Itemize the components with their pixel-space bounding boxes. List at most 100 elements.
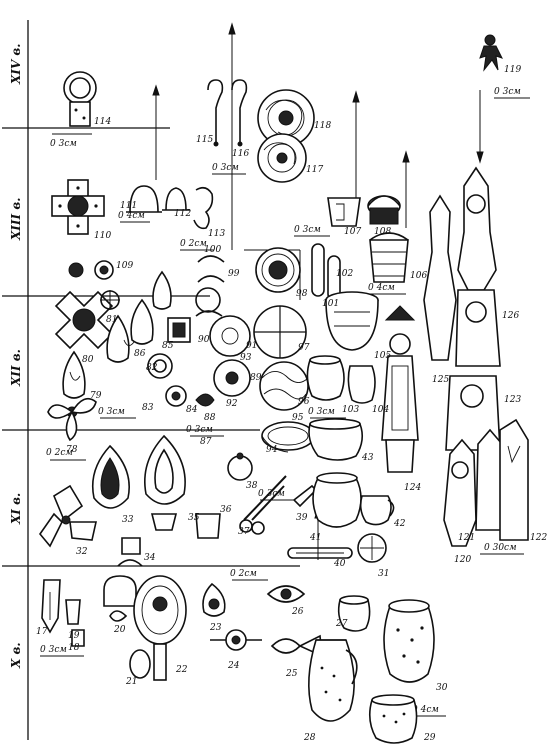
item-number: 118 [314,121,331,131]
artifact-78-trefoil [47,397,97,442]
artifact-103-104-pots [306,355,376,404]
item-number: 110 [94,231,111,241]
artifact-17-19-18-pendants [41,579,85,647]
scale-bar-33: 0 2см [46,448,73,458]
artifact-41-42-vessels [312,472,395,528]
item-number: 125 [432,375,449,385]
century-label-xiii: XIII в. [9,198,23,241]
artifact-32-trefoil-brooch [38,484,97,548]
artifact-98-disc [255,247,301,293]
artifact-36-34-buckles [117,513,221,567]
item-number: 37 [238,527,250,537]
item-number: 23 [209,623,222,633]
item-number: 88 [204,413,216,423]
scale-bar-100: 0 2см [180,239,207,249]
artifact-23-pendant [202,582,226,617]
item-number: 112 [174,209,191,219]
item-number: 78 [66,445,78,455]
item-number: 19 [68,631,80,641]
item-number: 104 [372,405,389,415]
artifact-121-122-120-statues [443,418,529,547]
artifact-119-figurine [479,34,503,72]
item-number: 21 [125,677,137,687]
artifact-115-116-temple-rings [207,79,248,147]
item-number: 84 [186,405,198,415]
scale-bars: 0 3см 0 4см 0 2см 0 3см 0 2см 0 3см 0 4с… [40,87,530,717]
item-number: 81 [106,315,117,325]
item-number: 96 [298,397,310,407]
item-number: 91 [246,341,257,351]
scale-bar-38: 0 3см [258,489,285,499]
scale-bar-106: 0 4см [368,283,395,293]
item-number: 106 [410,271,427,281]
artifact-35-pendant [144,434,186,531]
artifact-20-21-strap-ends [103,575,151,679]
artifact-29-pot [368,694,418,744]
century-label-x: X в. [9,642,23,669]
item-number: 38 [246,481,258,491]
item-number: 99 [228,269,240,279]
scale-bar-83: 0 3см [98,407,125,417]
scale-bar-114: 0 3см [50,139,77,149]
artifact-43-pot [308,418,364,461]
artifact-24-25-26-ornaments [210,585,323,658]
item-number: 39 [296,513,308,523]
item-number: 120 [454,555,471,565]
artifact-89-91-93-97-96-ornamented-discs [209,305,309,411]
item-number: 26 [291,607,304,617]
item-number: 20 [113,625,126,635]
item-number: 97 [298,343,310,353]
scale-bar-119: 0 3см [494,87,521,97]
item-number: 101 [322,299,339,309]
item-number: 29 [423,733,436,743]
item-number: 18 [68,643,80,653]
item-number: 105 [374,351,391,361]
scale-bar-29: 0 4см [412,705,439,715]
item-number: 90 [198,335,210,345]
item-number: 83 [142,403,154,413]
item-number: 42 [393,519,406,529]
item-number: 111 [120,201,137,211]
item-number: 33 [122,515,134,525]
item-number: 102 [336,269,353,279]
item-number: 103 [342,405,359,415]
item-number: 117 [306,165,323,175]
item-number: 36 [220,505,232,515]
artifact-33-brooch [91,444,130,509]
item-number: 116 [232,149,249,159]
artifact-27-vessel [337,595,371,632]
item-number: 92 [226,399,238,409]
item-number: 100 [204,245,221,255]
item-number: 40 [333,559,346,569]
scale-bar-121: 0 30см [484,543,517,553]
artifact-80-81-pendants [54,290,120,350]
item-number: 89 [250,373,262,383]
artifact-110-cross-pendant [51,179,105,235]
artifact-111-112-113-buckles [126,185,214,230]
item-number: 86 [134,349,146,359]
item-number-labels: 114 115 116 117 118 119 110 111 112 113 … [36,65,547,743]
item-number: 28 [303,733,316,743]
artifact-30-large-pot [383,599,435,683]
artifact-125-126-123-statues [423,166,501,451]
artifact-22-brooch [133,575,187,681]
artifact-79-85-lunulas [62,270,172,399]
item-number: 43 [361,453,374,463]
item-number: 80 [82,355,94,365]
artifact-38-ring [227,452,253,481]
scale-bar-18: 0 3см [40,645,67,655]
artifact-31-disc [357,533,387,563]
item-number: 79 [90,391,102,401]
item-number: 94 [266,445,278,455]
item-number: 124 [404,483,421,493]
item-number: 98 [296,289,308,299]
item-number: 114 [94,117,111,127]
century-label-xi: XI в. [9,493,23,525]
century-axis: XIV в. XIII в. XII в. XI в. X в. [2,20,300,740]
artifact-109-beads [68,260,114,280]
scale-bar-107: 0 3см [294,225,321,235]
item-number: 34 [144,553,156,563]
item-number: 95 [292,413,304,423]
